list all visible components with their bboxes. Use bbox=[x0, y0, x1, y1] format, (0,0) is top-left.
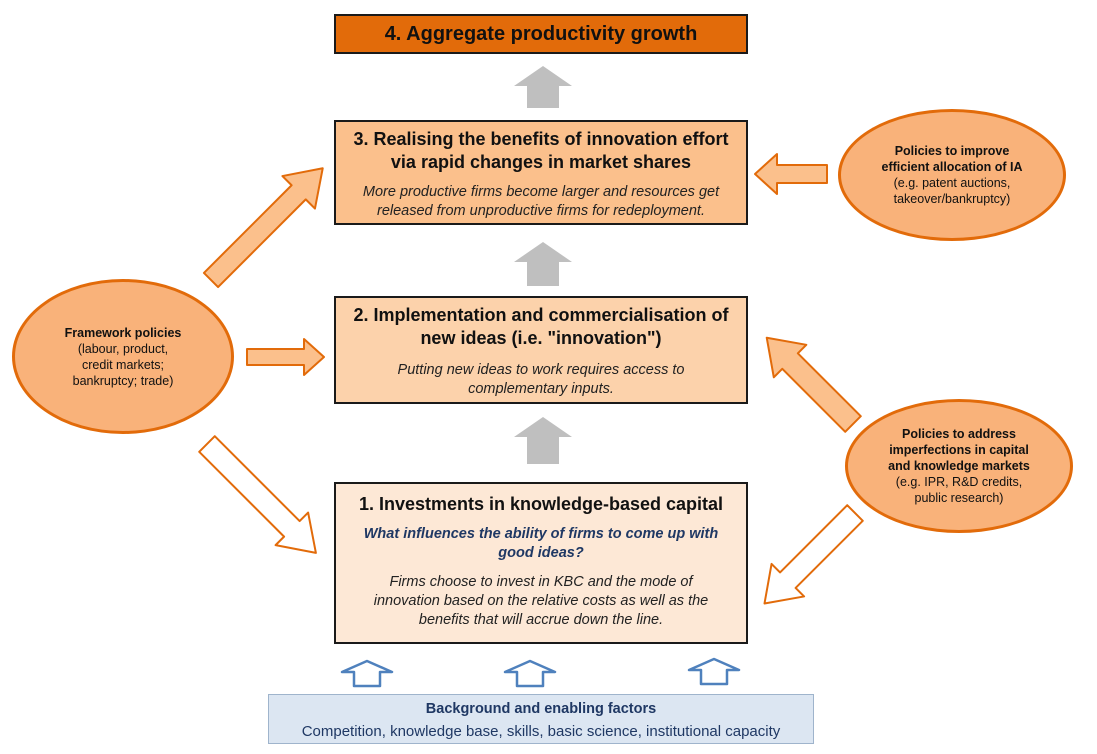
box3-title-line: via rapid changes in market shares bbox=[390, 152, 692, 172]
box1-question-line: good ideas? bbox=[498, 545, 584, 561]
imperfections-policies-ellipse: Policies to address imperfections in cap… bbox=[845, 399, 1073, 533]
imperfections-line: public research) bbox=[914, 491, 1004, 505]
box3-description: More productive firms become larger and … bbox=[336, 183, 746, 221]
framework-title: Framework policies bbox=[64, 325, 182, 340]
realising-benefits-box: 3. Realising the benefits of innovation … bbox=[334, 120, 748, 225]
box2-title-line: 2. Implementation and commercialisation … bbox=[353, 305, 729, 325]
background-factors-box: Background and enabling factors Competit… bbox=[268, 694, 814, 744]
blue-up-arrow-2 bbox=[503, 659, 557, 688]
blue-up-arrow-1 bbox=[340, 659, 394, 688]
box1-question-line: What influences the ability of firms to … bbox=[363, 526, 719, 542]
box1-question: What influences the ability of firms to … bbox=[336, 525, 746, 563]
imperfections-line: (e.g. IPR, R&D credits, bbox=[895, 475, 1023, 489]
allocation-line: (e.g. patent auctions, bbox=[893, 176, 1011, 190]
imperfections-title-line: imperfections in capital bbox=[889, 443, 1029, 457]
blue-up-arrow-3 bbox=[687, 657, 741, 686]
background-title: Background and enabling factors bbox=[425, 701, 657, 717]
allocation-title-line: Policies to improve bbox=[894, 144, 1010, 158]
box2-title-line: new ideas (i.e. "innovation") bbox=[420, 328, 662, 348]
box3-title-line: 3. Realising the benefits of innovation … bbox=[353, 129, 729, 149]
investments-box: 1. Investments in knowledge-based capita… bbox=[334, 482, 748, 644]
framework-line: bankruptcy; trade) bbox=[72, 373, 174, 388]
orange-arrow-framework-to-box1 bbox=[198, 435, 317, 554]
imperfections-title-line: and knowledge markets bbox=[888, 459, 1030, 473]
box4-title: 4. Aggregate productivity growth bbox=[384, 23, 698, 45]
framework-line: (labour, product, bbox=[77, 341, 169, 356]
allocation-title-line: efficient allocation of IA bbox=[881, 160, 1023, 174]
gray-up-arrow-1 bbox=[514, 66, 572, 108]
background-subtitle: Competition, knowledge base, skills, bas… bbox=[301, 723, 781, 740]
orange-arrow-imperfections-to-box2 bbox=[765, 336, 862, 433]
gray-up-arrow-3 bbox=[514, 417, 572, 464]
box1-title: 1. Investments in knowledge-based capita… bbox=[358, 494, 724, 514]
framework-policies-ellipse: Framework policies (labour, product, cre… bbox=[12, 279, 234, 434]
imperfections-title-line: Policies to address bbox=[902, 427, 1016, 441]
box1-desc-line: innovation based on the relative costs a… bbox=[373, 593, 709, 609]
aggregate-productivity-box: 4. Aggregate productivity growth bbox=[334, 14, 748, 54]
orange-arrow-framework-to-box2 bbox=[246, 338, 325, 376]
orange-arrow-framework-to-box3 bbox=[202, 167, 324, 289]
orange-arrow-imperfections-to-box1 bbox=[763, 504, 864, 605]
box2-title: 2. Implementation and commercialisation … bbox=[336, 304, 746, 350]
box2-desc-line: complementary inputs. bbox=[468, 381, 614, 397]
box1-desc-line: benefits that will accrue down the line. bbox=[418, 612, 664, 628]
box1-description: Firms choose to invest in KBC and the mo… bbox=[336, 573, 746, 630]
framework-line: credit markets; bbox=[82, 357, 164, 372]
box1-desc-line: Firms choose to invest in KBC and the mo… bbox=[389, 574, 693, 590]
box3-title: 3. Realising the benefits of innovation … bbox=[336, 128, 746, 174]
box2-description: Putting new ideas to work requires acces… bbox=[336, 361, 746, 399]
allocation-policies-ellipse: Policies to improve efficient allocation… bbox=[838, 109, 1066, 241]
gray-up-arrow-2 bbox=[514, 242, 572, 286]
allocation-line: takeover/bankruptcy) bbox=[893, 192, 1011, 206]
box2-desc-line: Putting new ideas to work requires acces… bbox=[397, 362, 685, 378]
box3-desc-line: More productive firms become larger and … bbox=[362, 184, 720, 200]
orange-arrow-allocation-to-box3 bbox=[754, 153, 828, 195]
box3-desc-line: released from unproductive firms for red… bbox=[376, 203, 705, 219]
implementation-box: 2. Implementation and commercialisation … bbox=[334, 296, 748, 404]
